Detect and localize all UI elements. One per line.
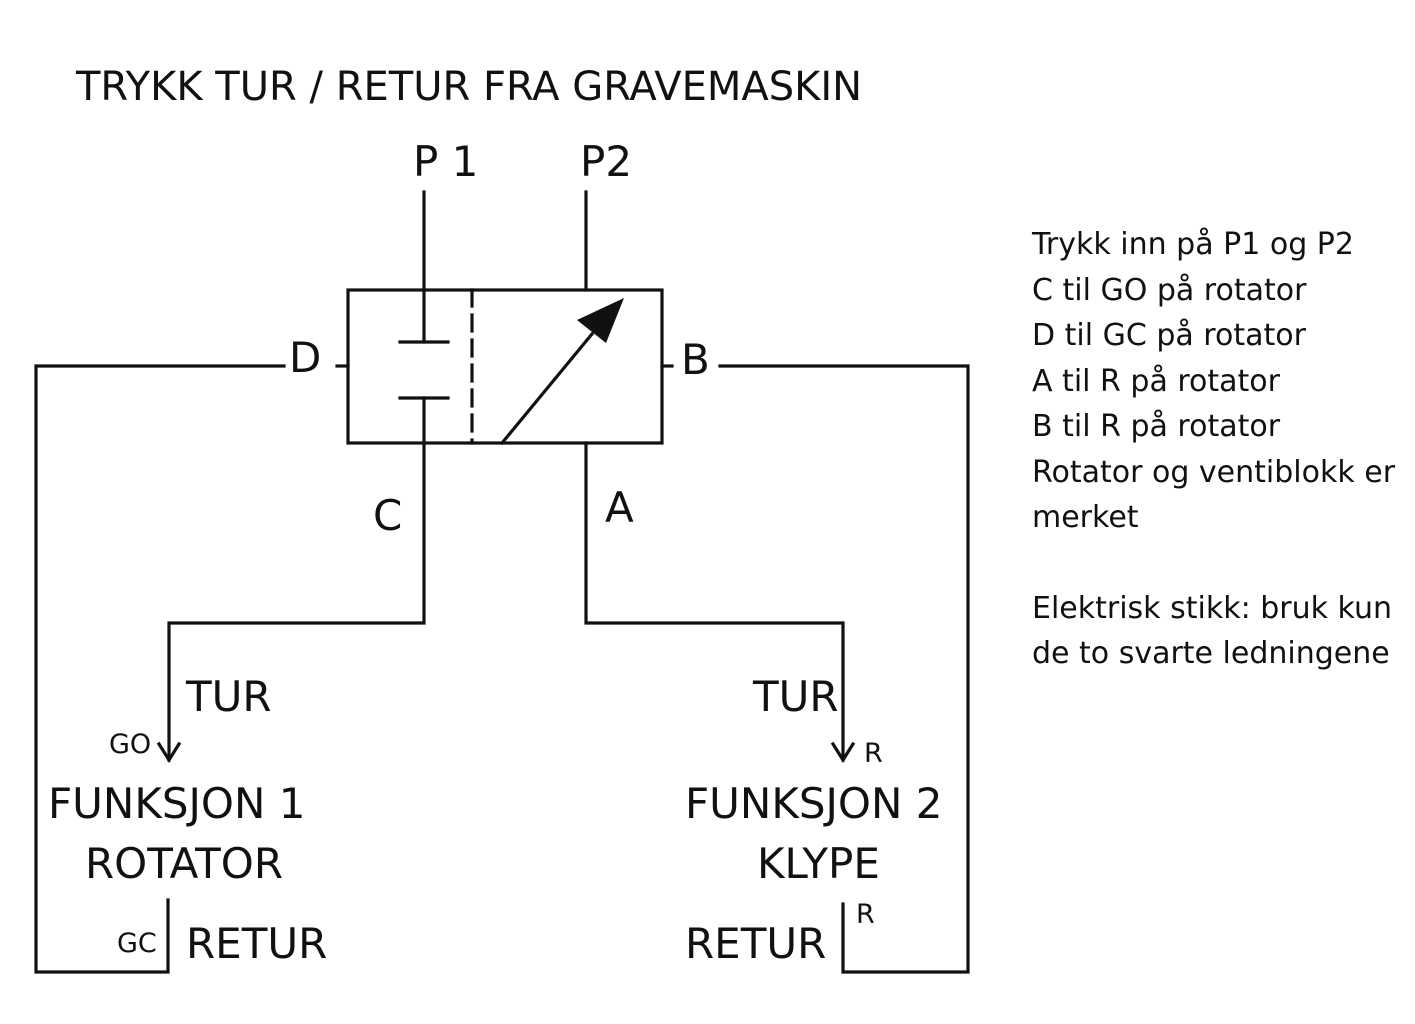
arrow-go-head (156, 741, 182, 764)
note-line-6: Rotator og ventiblokk er (1032, 454, 1396, 490)
note-spacer (1032, 541, 1412, 586)
port-label-b: B (681, 335, 710, 384)
arrow-r-head (830, 741, 856, 764)
f1-gc-label: GC (117, 928, 157, 959)
note-line-1: Trykk inn på P1 og P2 (1032, 227, 1354, 262)
line-b-to-r (718, 364, 970, 974)
instruction-notes: Trykk inn på P1 og P2 C til GO på rotato… (1032, 222, 1412, 677)
f1-sub-label: ROTATOR (85, 839, 283, 888)
diagram-title: TRYKK TUR / RETUR FRA GRAVEMASKIN (75, 64, 862, 110)
f2-name-label: FUNKSJON 2 (685, 779, 942, 828)
flow-arrow-shaft (499, 331, 595, 446)
f2-sub-label: KLYPE (757, 839, 880, 888)
note-line-2: C til GO på rotator (1032, 272, 1307, 308)
flow-arrow-head (577, 298, 624, 343)
note-line-5: B til R på rotator (1032, 409, 1281, 444)
f1-retur-label: RETUR (186, 919, 327, 968)
note-line-4: A til R på rotator (1032, 363, 1280, 399)
f2-r-top-label: R (864, 738, 883, 769)
port-label-a: A (605, 483, 634, 532)
f2-r-bottom-label: R (856, 899, 875, 930)
line-a-to-r (584, 441, 845, 762)
line-c-to-go (167, 441, 426, 762)
note-line-8: Elektrisk stikk: bruk kun (1032, 590, 1392, 626)
f1-tur-label: TUR (185, 672, 272, 721)
note-line-3: D til GC på rotator (1032, 318, 1306, 353)
port-label-p1: P 1 (413, 137, 478, 186)
f1-name-label: FUNKSJON 1 (48, 779, 305, 828)
f2-retur-label: RETUR (685, 919, 826, 968)
port-label-p2: P2 (580, 137, 632, 186)
note-line-7: merket (1032, 500, 1139, 535)
f2-tur-label: TUR (752, 672, 839, 721)
f1-go-label: GO (109, 729, 151, 760)
port-label-d: D (289, 333, 321, 382)
note-line-9: de to svarte ledningene (1032, 636, 1390, 671)
port-label-c: C (373, 491, 402, 540)
line-d-to-gc (34, 364, 286, 974)
